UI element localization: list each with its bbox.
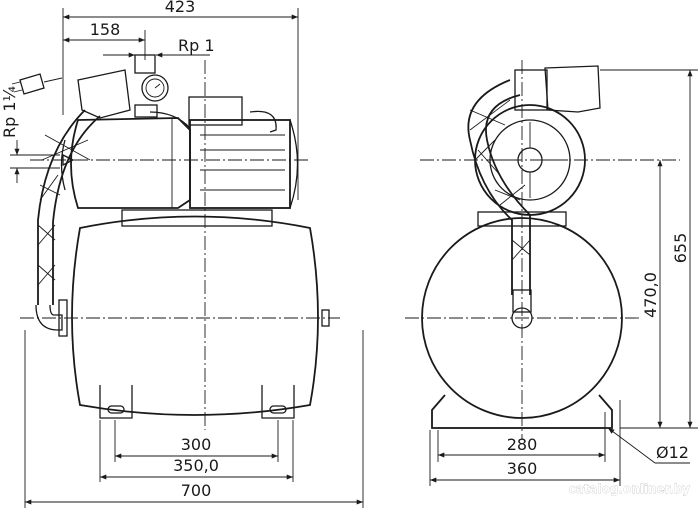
dim-hole-diameter: Ø12	[656, 443, 689, 462]
foot-slot-right	[269, 405, 287, 414]
tank-flange	[58, 299, 68, 337]
pressure-tube	[149, 111, 191, 129]
hole-diameter-leader	[607, 427, 656, 464]
dim-overall-length: 423	[165, 0, 196, 16]
dim-suction-thread: Rp 1¼	[0, 86, 19, 138]
dim-base-width: 360	[507, 459, 538, 478]
terminal-box	[188, 96, 243, 126]
dim-tank-length: 700	[181, 481, 212, 500]
watermark: catalog.onliner.by	[569, 482, 691, 496]
front-fitting	[514, 69, 548, 111]
motor-cable	[249, 110, 277, 133]
tank-foot-right	[261, 385, 295, 419]
side-view-dimensions: 423 158 Rp 1 Rp 1¼ 300 350,0 700	[0, 0, 364, 508]
tank-foot-left	[99, 385, 133, 419]
gauge-fitting	[134, 104, 158, 118]
front-bracket	[477, 211, 567, 227]
gauge-needle	[154, 83, 161, 89]
pump-front-ribs	[492, 122, 568, 198]
power-plug	[19, 73, 45, 95]
dim-suction-offset: 158	[90, 20, 121, 39]
dim-feet-spacing: 350,0	[173, 456, 219, 475]
tank-side	[71, 215, 319, 416]
front-hose	[467, 79, 513, 295]
hose-braid	[37, 134, 91, 286]
dim-base-hole-spacing: 280	[507, 435, 538, 454]
motor-fan-cover	[289, 119, 299, 209]
dim-axis-height: 470,0	[641, 272, 660, 318]
dim-discharge-thread: Rp 1	[178, 36, 215, 55]
pressure-switch	[77, 69, 131, 119]
tank-valve	[321, 309, 330, 327]
suction-hose	[37, 109, 86, 305]
foot-slot-left	[107, 405, 125, 414]
motor	[189, 119, 291, 209]
front-view: 655 470,0 280 360 Ø12	[405, 60, 698, 486]
hose-elbow	[35, 304, 63, 331]
pressure-gauge	[141, 74, 169, 102]
tank-connector	[511, 307, 533, 329]
side-view	[11, 54, 340, 430]
dim-feet-hole-spacing: 300	[181, 435, 212, 454]
pump-bracket	[121, 209, 273, 227]
dim-total-height: 655	[671, 233, 690, 264]
front-pressure-switch	[544, 65, 601, 113]
power-cord	[43, 77, 63, 83]
suction-inlet	[60, 139, 66, 191]
hose-fitting	[512, 289, 532, 313]
front-hose-braid	[469, 99, 531, 261]
